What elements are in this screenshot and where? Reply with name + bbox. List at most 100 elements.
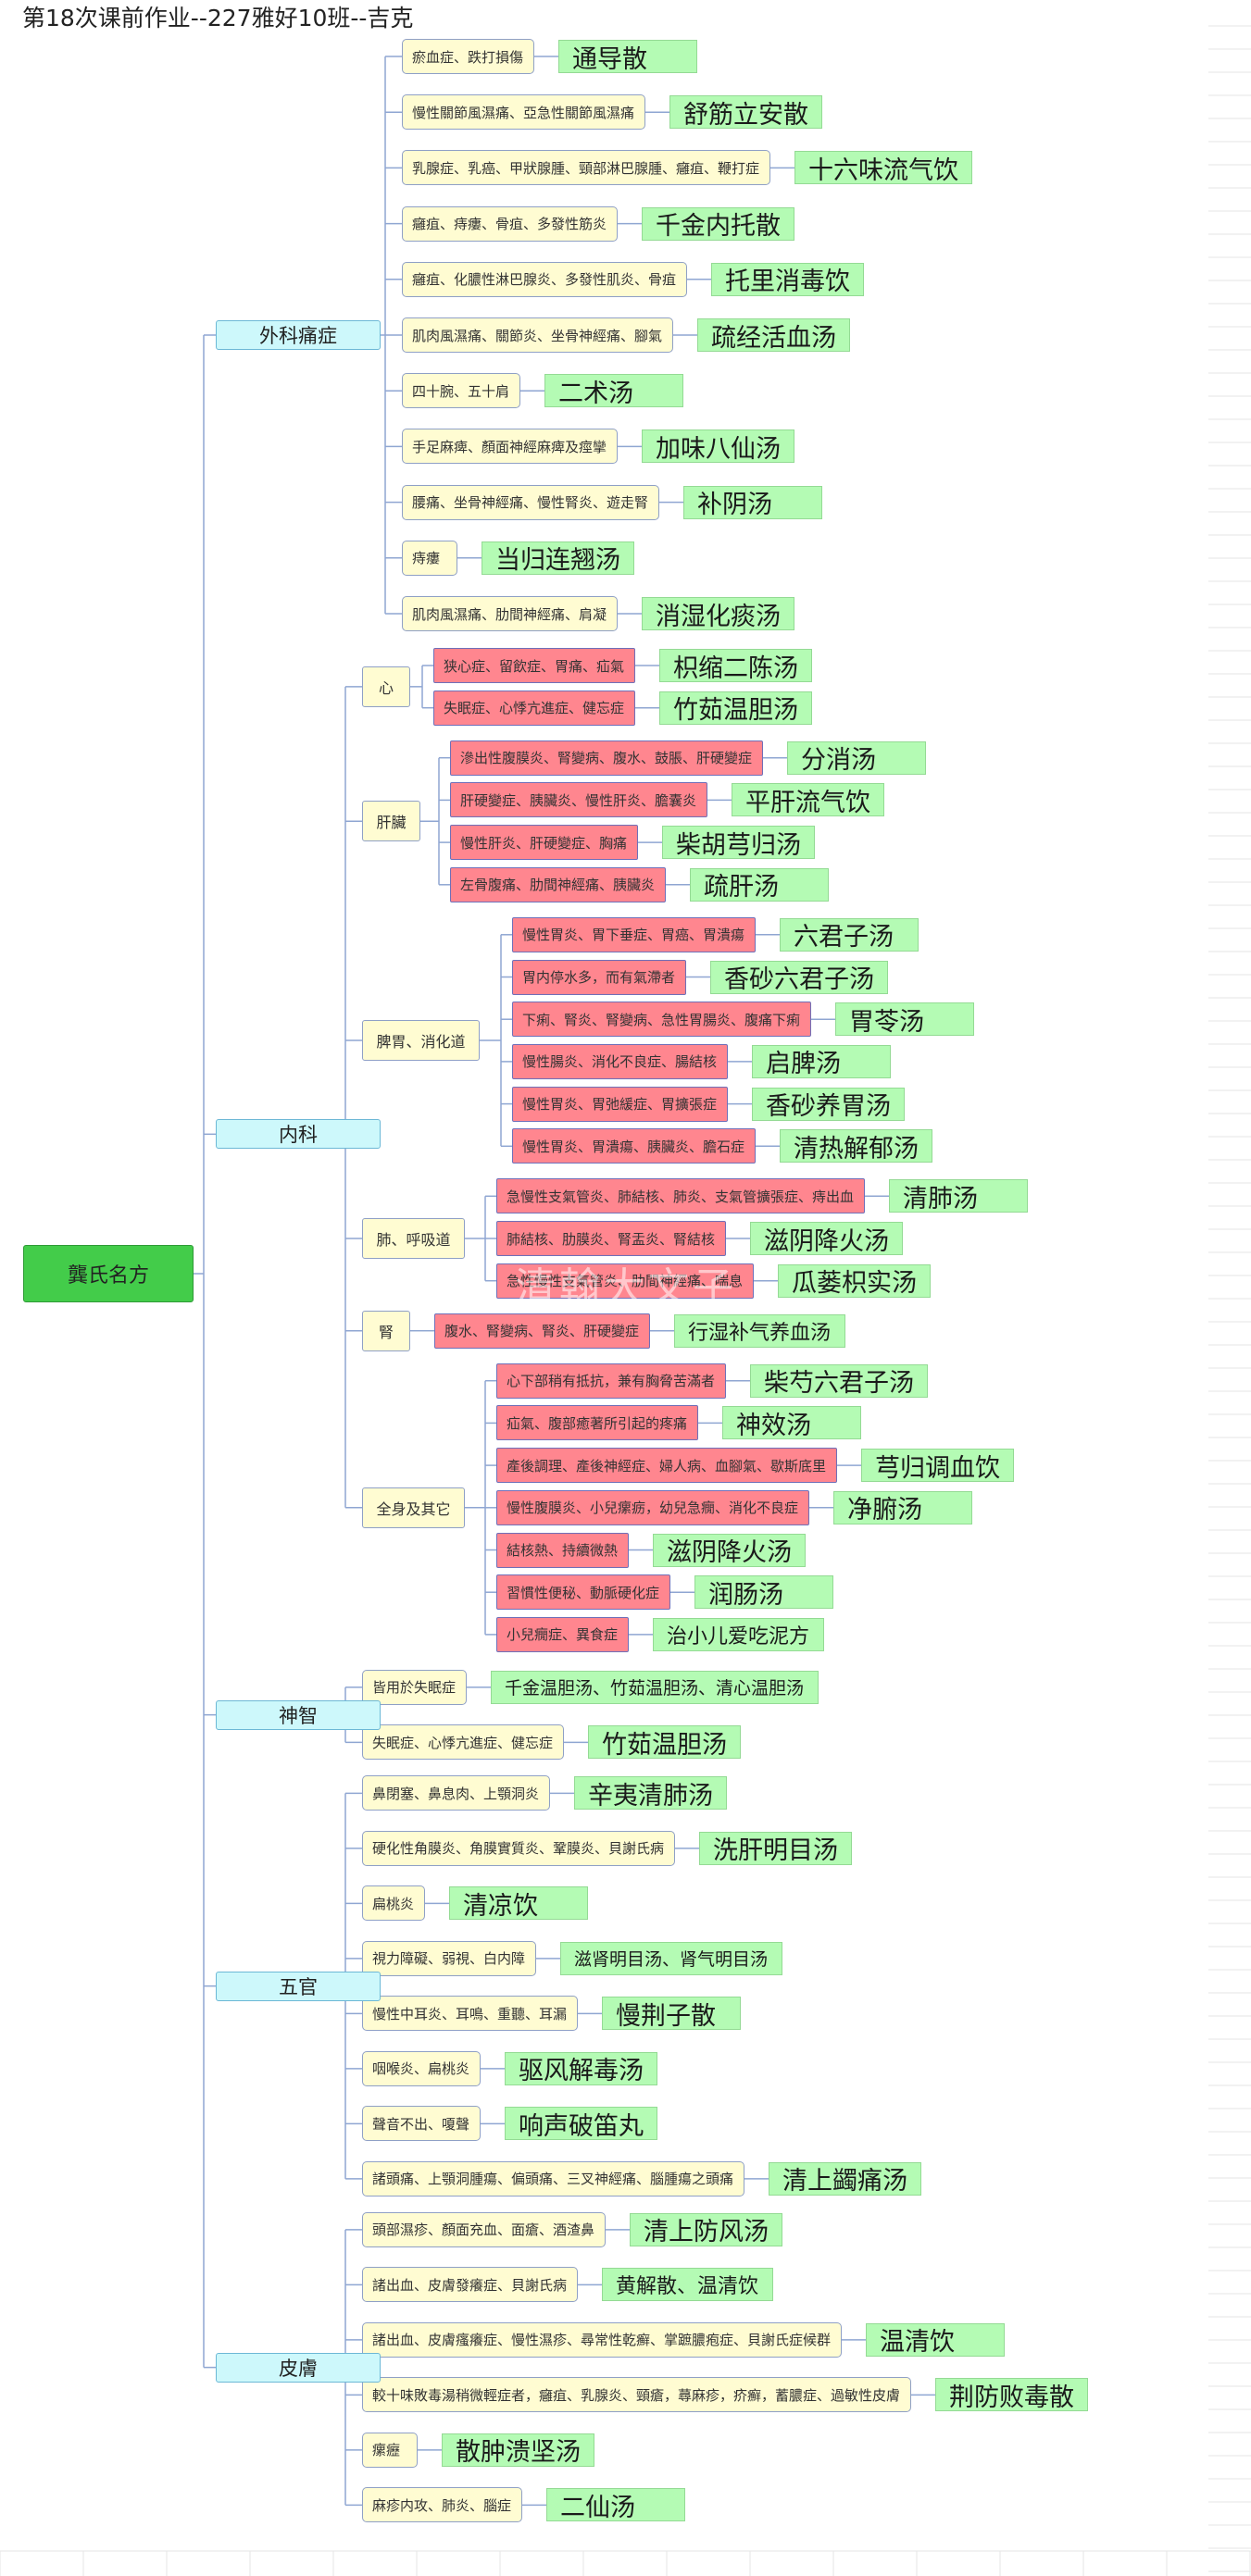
cat0-item1-formula[interactable]: 舒筋立安散 bbox=[669, 95, 822, 130]
cat1-g4-item0-condition[interactable]: 腹水、腎變病、腎炎、肝硬變症 bbox=[434, 1313, 650, 1349]
cat4-item0-condition[interactable]: 頭部濕疹、顏面充血、面瘡、酒渣鼻 bbox=[362, 2211, 606, 2247]
cat0-item2-condition[interactable]: 乳腺症、乳癌、甲狀腺腫、頸部淋巴腺腫、癰疽、鞭打症 bbox=[402, 150, 770, 186]
cat3-item7-formula[interactable]: 清上蠲痛汤 bbox=[769, 2161, 921, 2196]
cat0-item3-formula[interactable]: 千金内托散 bbox=[642, 206, 794, 241]
cat1-g5-item1-condition[interactable]: 疝氣、腹部癒著所引起的疼痛 bbox=[496, 1405, 698, 1441]
cat2-item1-condition[interactable]: 失眠症、心悸亢進症、健忘症 bbox=[362, 1724, 564, 1761]
cat4-item3-formula[interactable]: 荆防败毒散 bbox=[935, 2378, 1088, 2412]
cat0-item6-condition[interactable]: 四十腕、五十肩 bbox=[402, 373, 520, 409]
cat1-g5-item3-formula[interactable]: 净腑汤 bbox=[833, 1490, 972, 1524]
cat4-item3-condition[interactable]: 較十味敗毒湯稍微輕症者，癰疽、乳腺炎、頸瘡，蕁麻疹，疥癬，蓄膿症、過敏性皮膚 bbox=[362, 2377, 911, 2413]
cat0-item2-formula[interactable]: 十六味流气饮 bbox=[794, 151, 972, 185]
cat4-item5-condition[interactable]: 麻疹内攻、肺炎、腦症 bbox=[362, 2487, 522, 2523]
cat1-g3-item2-formula[interactable]: 瓜蒌枳实汤 bbox=[778, 1263, 931, 1298]
cat2-item0-condition[interactable]: 皆用於失眠症 bbox=[362, 1669, 467, 1705]
cat1-g3-item0-condition[interactable]: 急慢性支氣管炎、肺結核、肺炎、支氣管擴張症、痔出血 bbox=[496, 1178, 865, 1214]
cat0-item8-condition[interactable]: 腰痛、坐骨神經痛、慢性腎炎、遊走腎 bbox=[402, 484, 659, 520]
cat1-g5-item4-condition[interactable]: 結核熱、持續微熱 bbox=[496, 1532, 629, 1568]
cat4-item0-formula[interactable]: 清上防风汤 bbox=[630, 2212, 782, 2246]
cat1-group-1[interactable]: 肝臟 bbox=[362, 801, 420, 842]
cat1-g5-item4-formula[interactable]: 滋阴降火汤 bbox=[653, 1533, 806, 1567]
cat3-item6-condition[interactable]: 聲音不出、嗄聲 bbox=[362, 2106, 481, 2142]
category-0[interactable]: 外科痛症 bbox=[216, 320, 381, 350]
cat3-item0-formula[interactable]: 辛夷清肺汤 bbox=[574, 1776, 727, 1811]
cat0-item10-formula[interactable]: 消湿化痰汤 bbox=[642, 597, 794, 630]
cat0-item3-condition[interactable]: 癰疽、痔瘻、骨疽、多發性筋炎 bbox=[402, 205, 618, 242]
cat1-group-0[interactable]: 心 bbox=[362, 666, 410, 707]
cat1-g2-item1-condition[interactable]: 胃内停水多，而有氣滯者 bbox=[512, 959, 686, 995]
cat4-item1-condition[interactable]: 諸出血、皮膚發癢症、貝謝氏病 bbox=[362, 2267, 578, 2303]
cat1-g5-item6-condition[interactable]: 小兒癇症、異食症 bbox=[496, 1616, 629, 1652]
cat1-g0-item1-condition[interactable]: 失眠症、心悸亢進症、健忘症 bbox=[433, 690, 635, 726]
cat0-item7-formula[interactable]: 加味八仙汤 bbox=[642, 429, 794, 464]
cat1-g0-item0-condition[interactable]: 狭心症、留飲症、胃痛、疝氣 bbox=[433, 648, 635, 683]
cat1-g5-item5-formula[interactable]: 润肠汤 bbox=[694, 1575, 833, 1610]
cat4-item2-formula[interactable]: 温清饮 bbox=[866, 2322, 1005, 2357]
cat1-g5-item2-condition[interactable]: 產後調理、產後神經症、婦人病、血腳氣、歇斯底里 bbox=[496, 1448, 837, 1484]
cat0-item0-condition[interactable]: 瘀血症、跌打損傷 bbox=[402, 39, 534, 74]
category-1[interactable]: 内科 bbox=[216, 1119, 381, 1150]
cat4-item2-condition[interactable]: 諸出血、皮膚瘙癢症、慢性濕疹、尋常性乾癬、掌蹠膿疱症、貝謝氏症候群 bbox=[362, 2321, 842, 2358]
cat0-item6-formula[interactable]: 二术汤 bbox=[544, 374, 683, 408]
cat1-g3-item2-condition[interactable]: 急性慢性支氣管炎、肋間神經痛、喘息 bbox=[496, 1263, 754, 1299]
cat3-item7-condition[interactable]: 諸頭痛、上顎洞腫瘍、偏頭痛、三叉神經痛、腦腫瘍之頭痛 bbox=[362, 2160, 744, 2196]
cat1-g2-item4-formula[interactable]: 香砂养胃汤 bbox=[752, 1087, 905, 1121]
cat0-item1-condition[interactable]: 慢性關節風濕痛、亞急性關節風濕痛 bbox=[402, 94, 645, 131]
cat1-g2-item1-formula[interactable]: 香砂六君子汤 bbox=[710, 960, 888, 994]
cat1-g1-item3-formula[interactable]: 疏肝汤 bbox=[690, 867, 829, 902]
cat1-group-4[interactable]: 腎 bbox=[362, 1310, 410, 1351]
cat1-g1-item2-formula[interactable]: 柴胡芎归汤 bbox=[662, 826, 815, 860]
cat1-g3-item1-condition[interactable]: 肺結核、肋膜炎、腎盂炎、腎結核 bbox=[496, 1221, 726, 1256]
cat0-item4-formula[interactable]: 托里消毒饮 bbox=[711, 262, 864, 296]
cat1-g5-item1-formula[interactable]: 神效汤 bbox=[722, 1406, 861, 1440]
cat1-g2-item2-condition[interactable]: 下痢、腎炎、腎變病、急性胃腸炎、腹痛下痢 bbox=[512, 1002, 811, 1038]
cat1-g2-item5-formula[interactable]: 清热解郁汤 bbox=[780, 1129, 932, 1164]
cat1-group-5[interactable]: 全身及其它 bbox=[362, 1487, 465, 1528]
cat3-item1-formula[interactable]: 洗肝明目汤 bbox=[699, 1831, 852, 1865]
cat1-group-3[interactable]: 肺、呼吸道 bbox=[362, 1218, 465, 1259]
cat4-item4-formula[interactable]: 散肿溃坚汤 bbox=[442, 2433, 594, 2467]
cat1-g2-item2-formula[interactable]: 胃苓汤 bbox=[835, 1002, 974, 1037]
cat0-item8-formula[interactable]: 补阴汤 bbox=[683, 485, 822, 519]
cat1-g1-item3-condition[interactable]: 左骨腹痛、肋間神經痛、胰臟炎 bbox=[450, 866, 666, 902]
cat0-item5-condition[interactable]: 肌肉風濕痛、關節炎、坐骨神經痛、腳氣 bbox=[402, 317, 673, 353]
cat1-g5-item5-condition[interactable]: 習慣性便秘、動脈硬化症 bbox=[496, 1574, 670, 1611]
cat3-item2-condition[interactable]: 扁桃炎 bbox=[362, 1885, 425, 1922]
cat1-g1-item2-condition[interactable]: 慢性肝炎、肝硬變症、胸痛 bbox=[450, 825, 638, 861]
category-3[interactable]: 五官 bbox=[216, 1971, 381, 2001]
cat3-item6-formula[interactable]: 响声破笛丸 bbox=[505, 2107, 657, 2141]
cat0-item0-formula[interactable]: 通导散 bbox=[558, 40, 697, 73]
cat1-g2-item0-formula[interactable]: 六君子汤 bbox=[780, 917, 919, 952]
category-4[interactable]: 皮膚 bbox=[216, 2352, 381, 2383]
cat1-g2-item3-formula[interactable]: 启脾汤 bbox=[752, 1044, 891, 1078]
cat1-g1-item1-condition[interactable]: 肝硬變症、胰臟炎、慢性肝炎、膽囊炎 bbox=[450, 782, 707, 818]
cat4-item4-condition[interactable]: 瘰癧 bbox=[362, 2432, 418, 2468]
cat0-item7-condition[interactable]: 手足麻痺、顏面神經麻痺及痙攣 bbox=[402, 429, 618, 465]
cat4-item1-formula[interactable]: 黄解散、温清饮 bbox=[602, 2268, 773, 2302]
cat1-g0-item0-formula[interactable]: 枳缩二陈汤 bbox=[659, 649, 812, 682]
cat0-item4-condition[interactable]: 癰疽、化膿性淋巴腺炎、多發性肌炎、骨疽 bbox=[402, 261, 687, 297]
cat2-item0-formula[interactable]: 千金温胆汤、竹茹温胆汤、清心温胆汤 bbox=[491, 1670, 819, 1704]
cat1-g0-item1-formula[interactable]: 竹茹温胆汤 bbox=[659, 691, 812, 725]
cat1-g2-item0-condition[interactable]: 慢性胃炎、胃下垂症、胃癌、胃潰瘍 bbox=[512, 916, 756, 952]
cat1-group-2[interactable]: 脾胃、消化道 bbox=[362, 1020, 480, 1062]
cat0-item9-formula[interactable]: 当归连翘汤 bbox=[482, 541, 634, 575]
cat3-item0-condition[interactable]: 鼻閉塞、鼻息肉、上顎洞炎 bbox=[362, 1775, 550, 1811]
cat1-g5-item6-formula[interactable]: 治小儿爱吃泥方 bbox=[653, 1617, 824, 1651]
cat1-g2-item5-condition[interactable]: 慢性胃炎、胃潰瘍、胰臟炎、膽石症 bbox=[512, 1128, 756, 1164]
cat3-item4-formula[interactable]: 慢荆子散 bbox=[602, 1997, 741, 2031]
cat3-item3-formula[interactable]: 滋肾明目汤、肾气明目汤 bbox=[560, 1941, 782, 1975]
cat1-g2-item4-condition[interactable]: 慢性胃炎、胃弛緩症、胃擴張症 bbox=[512, 1086, 728, 1122]
cat3-item4-condition[interactable]: 慢性中耳炎、耳鳴、重聽、耳漏 bbox=[362, 1996, 578, 2032]
cat1-g4-item0-formula[interactable]: 行湿补气养血汤 bbox=[674, 1313, 845, 1348]
cat3-item2-formula[interactable]: 清凉饮 bbox=[449, 1886, 588, 1921]
cat1-g5-item2-formula[interactable]: 芎归调血饮 bbox=[861, 1449, 1014, 1483]
cat1-g1-item0-condition[interactable]: 滲出性腹膜炎、腎變病、腹水、鼓脹、肝硬變症 bbox=[450, 740, 763, 776]
cat1-g5-item0-formula[interactable]: 柴芍六君子汤 bbox=[750, 1363, 928, 1398]
cat3-item3-condition[interactable]: 視力障礙、弱視、白内障 bbox=[362, 1940, 536, 1976]
cat1-g5-item3-condition[interactable]: 慢性腹膜炎、小兒瘰疬，幼兒急癇、消化不良症 bbox=[496, 1489, 809, 1525]
root-node[interactable]: 龔氏名方 bbox=[23, 1245, 194, 1302]
cat3-item5-formula[interactable]: 驱风解毒汤 bbox=[505, 2051, 657, 2085]
cat0-item5-formula[interactable]: 疏经活血汤 bbox=[697, 318, 850, 352]
cat0-item9-condition[interactable]: 痔瘻 bbox=[402, 540, 457, 576]
